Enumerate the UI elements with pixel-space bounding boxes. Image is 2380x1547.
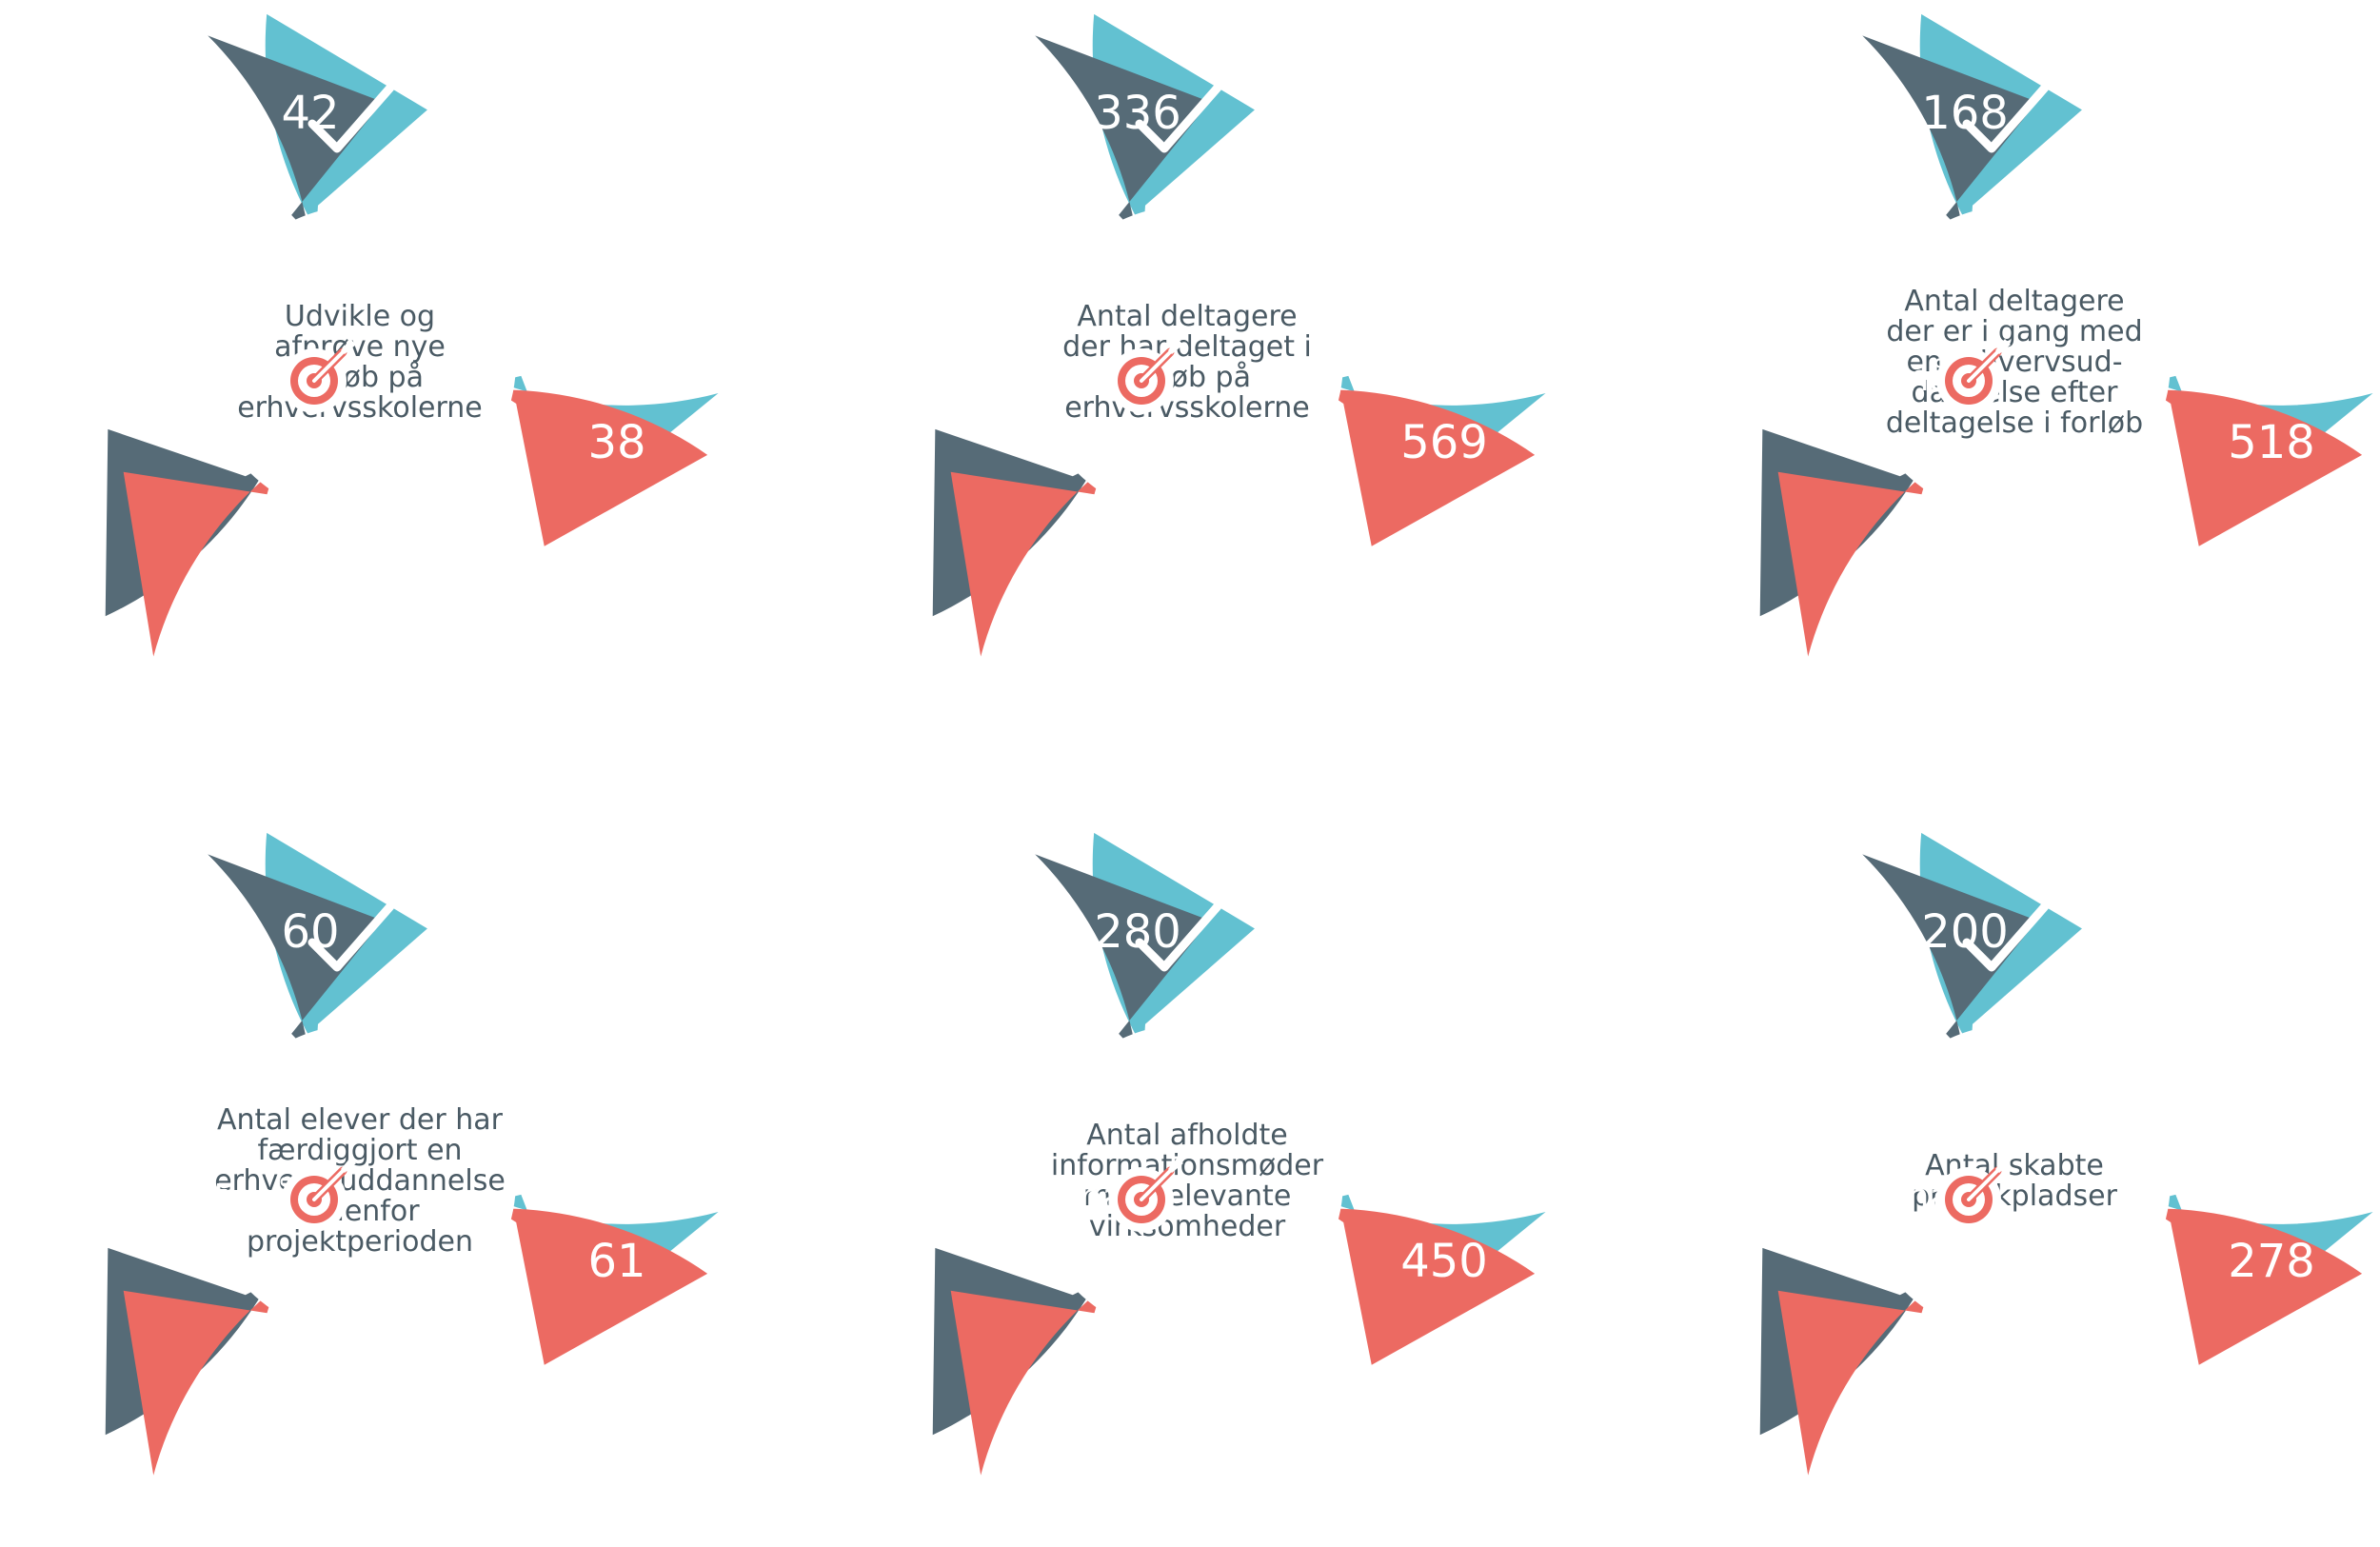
center-disk <box>1031 206 1343 518</box>
center-title-line: der er i gang med <box>1886 315 2142 348</box>
original-goal-label: mål <box>892 205 960 247</box>
new-goal-segment <box>123 374 708 657</box>
original-goal-label: mål <box>892 1023 960 1065</box>
checkmark-icon <box>1135 902 1222 972</box>
delivered-segment <box>265 832 719 1331</box>
center-title-line: projektperioden <box>247 1225 473 1259</box>
target-icon <box>282 1158 356 1232</box>
lightbulb-icon <box>866 288 946 375</box>
center-disk <box>204 1024 516 1337</box>
new-goal-segment <box>950 374 1536 657</box>
delivered-label: Leverede <box>2183 260 2350 302</box>
new-goal-segment <box>123 1193 708 1476</box>
original-goal-value: 60 <box>281 905 339 959</box>
center-title-line: erhvervsskolerne <box>237 391 483 425</box>
original-goal-segment <box>105 854 383 1436</box>
target-icon <box>1109 339 1183 413</box>
new-goal-segment <box>1777 1193 2363 1476</box>
delivered-label: Leverede <box>1356 260 1522 302</box>
original-goal-segment <box>105 35 383 617</box>
checkmark-icon <box>1962 83 2050 153</box>
original-goal-segment <box>1759 35 2037 617</box>
original-goal-label: mål <box>65 205 132 247</box>
checkmark-icon <box>1135 83 1222 153</box>
target-icon <box>282 339 356 413</box>
original-goal-segment <box>932 35 1210 617</box>
new-goal-segment <box>950 1193 1536 1476</box>
delivered-label: Leverede <box>1356 1079 1522 1121</box>
original-goal-label: Oprindeligt <box>65 157 267 199</box>
original-goal-value: 42 <box>281 87 339 140</box>
original-goal-value: 336 <box>1094 87 1181 140</box>
delivered-value: 518 <box>2228 416 2315 469</box>
lightbulb-icon <box>866 1106 946 1194</box>
target-icon <box>1109 1158 1183 1232</box>
checkmark-icon <box>1962 902 2050 972</box>
original-goal-label: Oprindeligt <box>892 157 1094 199</box>
delivered-label: Leverede <box>528 260 695 302</box>
original-goal-value: 280 <box>1094 905 1181 959</box>
new-goal-segment <box>1777 374 2363 657</box>
lightbulb-icon <box>39 1106 119 1194</box>
center-title-line: erhvervsuddannelse <box>214 1164 506 1198</box>
center-title-line: Antal elever der har <box>217 1103 504 1137</box>
delivered-segment <box>1092 832 1546 1331</box>
center-disk <box>1858 1024 2171 1337</box>
target-icon <box>1936 339 2011 413</box>
delivered-segment <box>1919 832 2373 1331</box>
center-title-line: Antal deltagere <box>1077 300 1297 333</box>
center-title-line: erhvervsskolerne <box>1064 391 1310 425</box>
delivered-segment <box>1092 13 1546 512</box>
center-title-line: Antal afholdte <box>1086 1119 1287 1152</box>
cycle-diagram-6: Antal skabtepraktikpladser200278361Oprin… <box>1694 832 2373 1476</box>
center-disk <box>1031 1024 1343 1337</box>
center-title-line: deltagelse i forløb <box>1886 407 2143 440</box>
original-goal-label: Oprindeligt <box>892 976 1094 1018</box>
original-goal-label: Oprindeligt <box>1719 157 1921 199</box>
delivered-value: 569 <box>1400 416 1488 469</box>
original-goal-segment <box>1759 854 2037 1436</box>
center-disk <box>1858 206 2171 518</box>
checkmark-icon <box>307 83 395 153</box>
delivered-segment <box>265 13 719 512</box>
lightbulb-icon <box>1694 1106 1774 1194</box>
delivered-value: 450 <box>1400 1235 1488 1288</box>
original-goal-value: 168 <box>1921 87 2009 140</box>
lightbulb-icon <box>1694 288 1774 375</box>
delivered-label: Leverede <box>2183 1079 2350 1121</box>
center-title-line: færdiggjort en <box>257 1134 462 1167</box>
target-icon <box>1936 1158 2011 1232</box>
delivered-segment <box>1919 13 2373 512</box>
center-title-line: informationsmøder <box>1051 1149 1324 1182</box>
original-goal-label: Oprindeligt <box>1719 976 1921 1018</box>
center-title-line: Udvikle og <box>285 300 435 333</box>
original-goal-label: Oprindeligt <box>65 976 267 1018</box>
checkmark-icon <box>307 902 395 972</box>
original-goal-value: 200 <box>1921 905 2009 959</box>
center-title-line: der har deltaget i <box>1062 330 1312 364</box>
delivered-value: 278 <box>2228 1235 2315 1288</box>
delivered-value: 61 <box>587 1235 645 1288</box>
lightbulb-icon <box>39 288 119 375</box>
center-title-line: Antal deltagere <box>1904 285 2124 318</box>
original-goal-segment <box>932 854 1210 1436</box>
original-goal-label: mål <box>1719 205 1787 247</box>
original-goal-label: mål <box>1719 1023 1787 1065</box>
delivered-label: Leverede <box>528 1079 695 1121</box>
original-goal-label: mål <box>65 1023 132 1065</box>
delivered-value: 38 <box>587 416 645 469</box>
center-disk <box>204 206 516 518</box>
